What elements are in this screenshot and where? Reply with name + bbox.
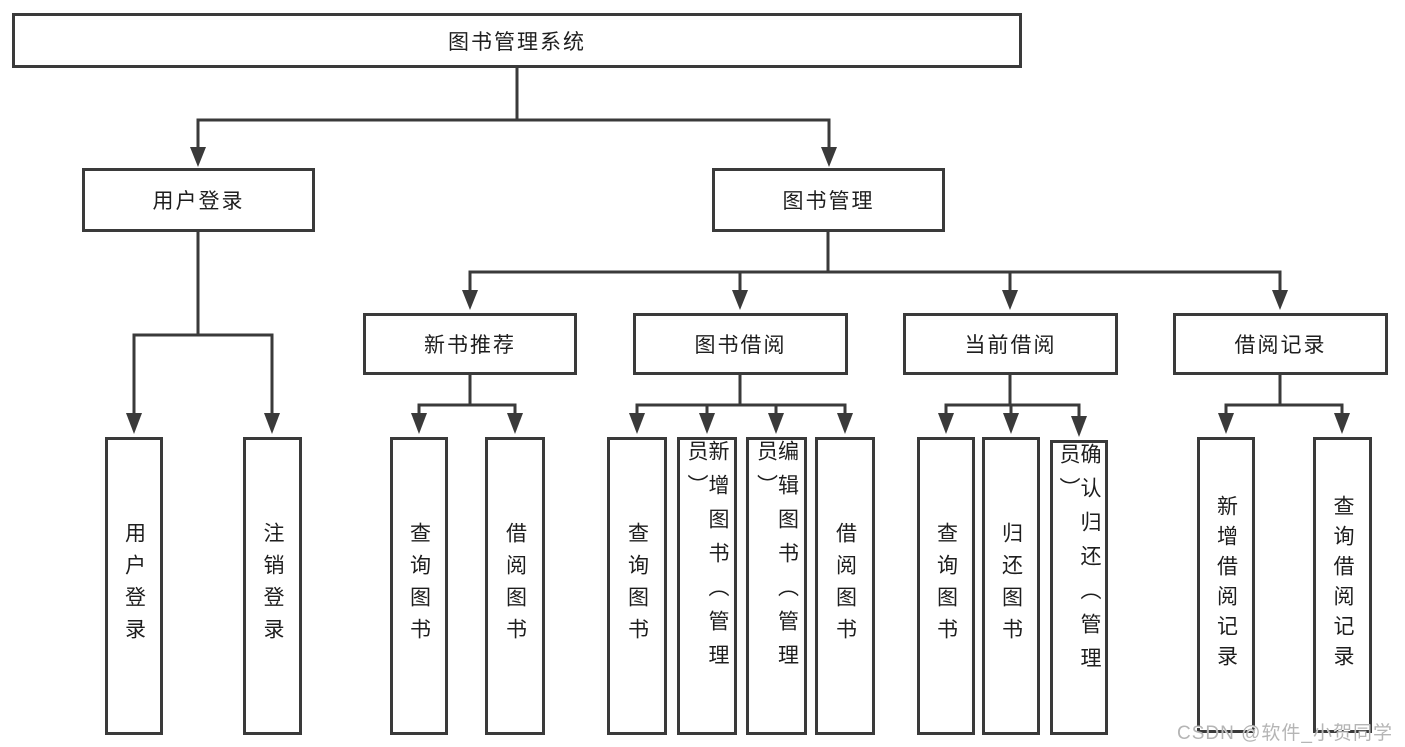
- node-label: 归还图书: [999, 522, 1023, 650]
- node-label: 借阅图书: [503, 522, 527, 650]
- leaf-query-borrow-record: 查询借阅记录: [1313, 437, 1372, 733]
- leaf-borrow-book: 借阅图书: [815, 437, 875, 735]
- leaf-edit-book-admin: 编辑图书（管理员）: [746, 437, 807, 735]
- node-book-management-branch: 图书管理: [712, 168, 945, 232]
- node-label: 查询图书: [625, 522, 649, 650]
- node-label: 新书推荐: [424, 334, 516, 357]
- node-label: 新增借阅记录: [1214, 495, 1238, 675]
- node-label: 新增图书（管理员）: [685, 440, 729, 678]
- node-label: 查询图书: [407, 522, 431, 650]
- leaf-borrow-book-recommend: 借阅图书: [485, 437, 545, 735]
- node-label: 借阅记录: [1234, 334, 1327, 357]
- node-label: 编辑图书（管理员）: [754, 440, 799, 678]
- node-label: 借阅图书: [833, 522, 857, 650]
- node-label: 确认归还（管理员）: [1057, 443, 1101, 681]
- leaf-query-book-borrow: 查询图书: [607, 437, 667, 735]
- node-label: 图书管理系统: [448, 30, 586, 54]
- leaf-query-book-current: 查询图书: [917, 437, 975, 735]
- node-library-management-system: 图书管理系统: [12, 13, 1022, 68]
- node-label: 图书借阅: [694, 334, 787, 357]
- node-label: 查询借阅记录: [1331, 495, 1354, 675]
- node-book-borrow: 图书借阅: [633, 313, 848, 375]
- leaf-confirm-return-admin: 确认归还（管理员）: [1050, 440, 1108, 735]
- leaf-user-login: 用户登录: [105, 437, 163, 735]
- node-label: 当前借阅: [964, 334, 1057, 357]
- node-label: 查询图书: [934, 522, 958, 650]
- node-label: 注销登录: [261, 522, 284, 650]
- leaf-logout: 注销登录: [243, 437, 302, 735]
- leaf-add-borrow-record: 新增借阅记录: [1197, 437, 1255, 733]
- node-current-borrow: 当前借阅: [903, 313, 1118, 375]
- node-label: 用户登录: [152, 190, 245, 213]
- node-label: 用户登录: [122, 522, 146, 650]
- node-borrow-record: 借阅记录: [1173, 313, 1388, 375]
- csdn-watermark: CSDN @软件_小贺同学: [1177, 723, 1393, 744]
- node-new-book-recommend: 新书推荐: [363, 313, 577, 375]
- node-label: 图书管理: [782, 190, 875, 213]
- node-user-login-branch: 用户登录: [82, 168, 315, 232]
- leaf-add-book-admin: 新增图书（管理员）: [677, 437, 737, 735]
- leaf-return-book: 归还图书: [982, 437, 1040, 735]
- leaf-query-book-recommend: 查询图书: [390, 437, 448, 735]
